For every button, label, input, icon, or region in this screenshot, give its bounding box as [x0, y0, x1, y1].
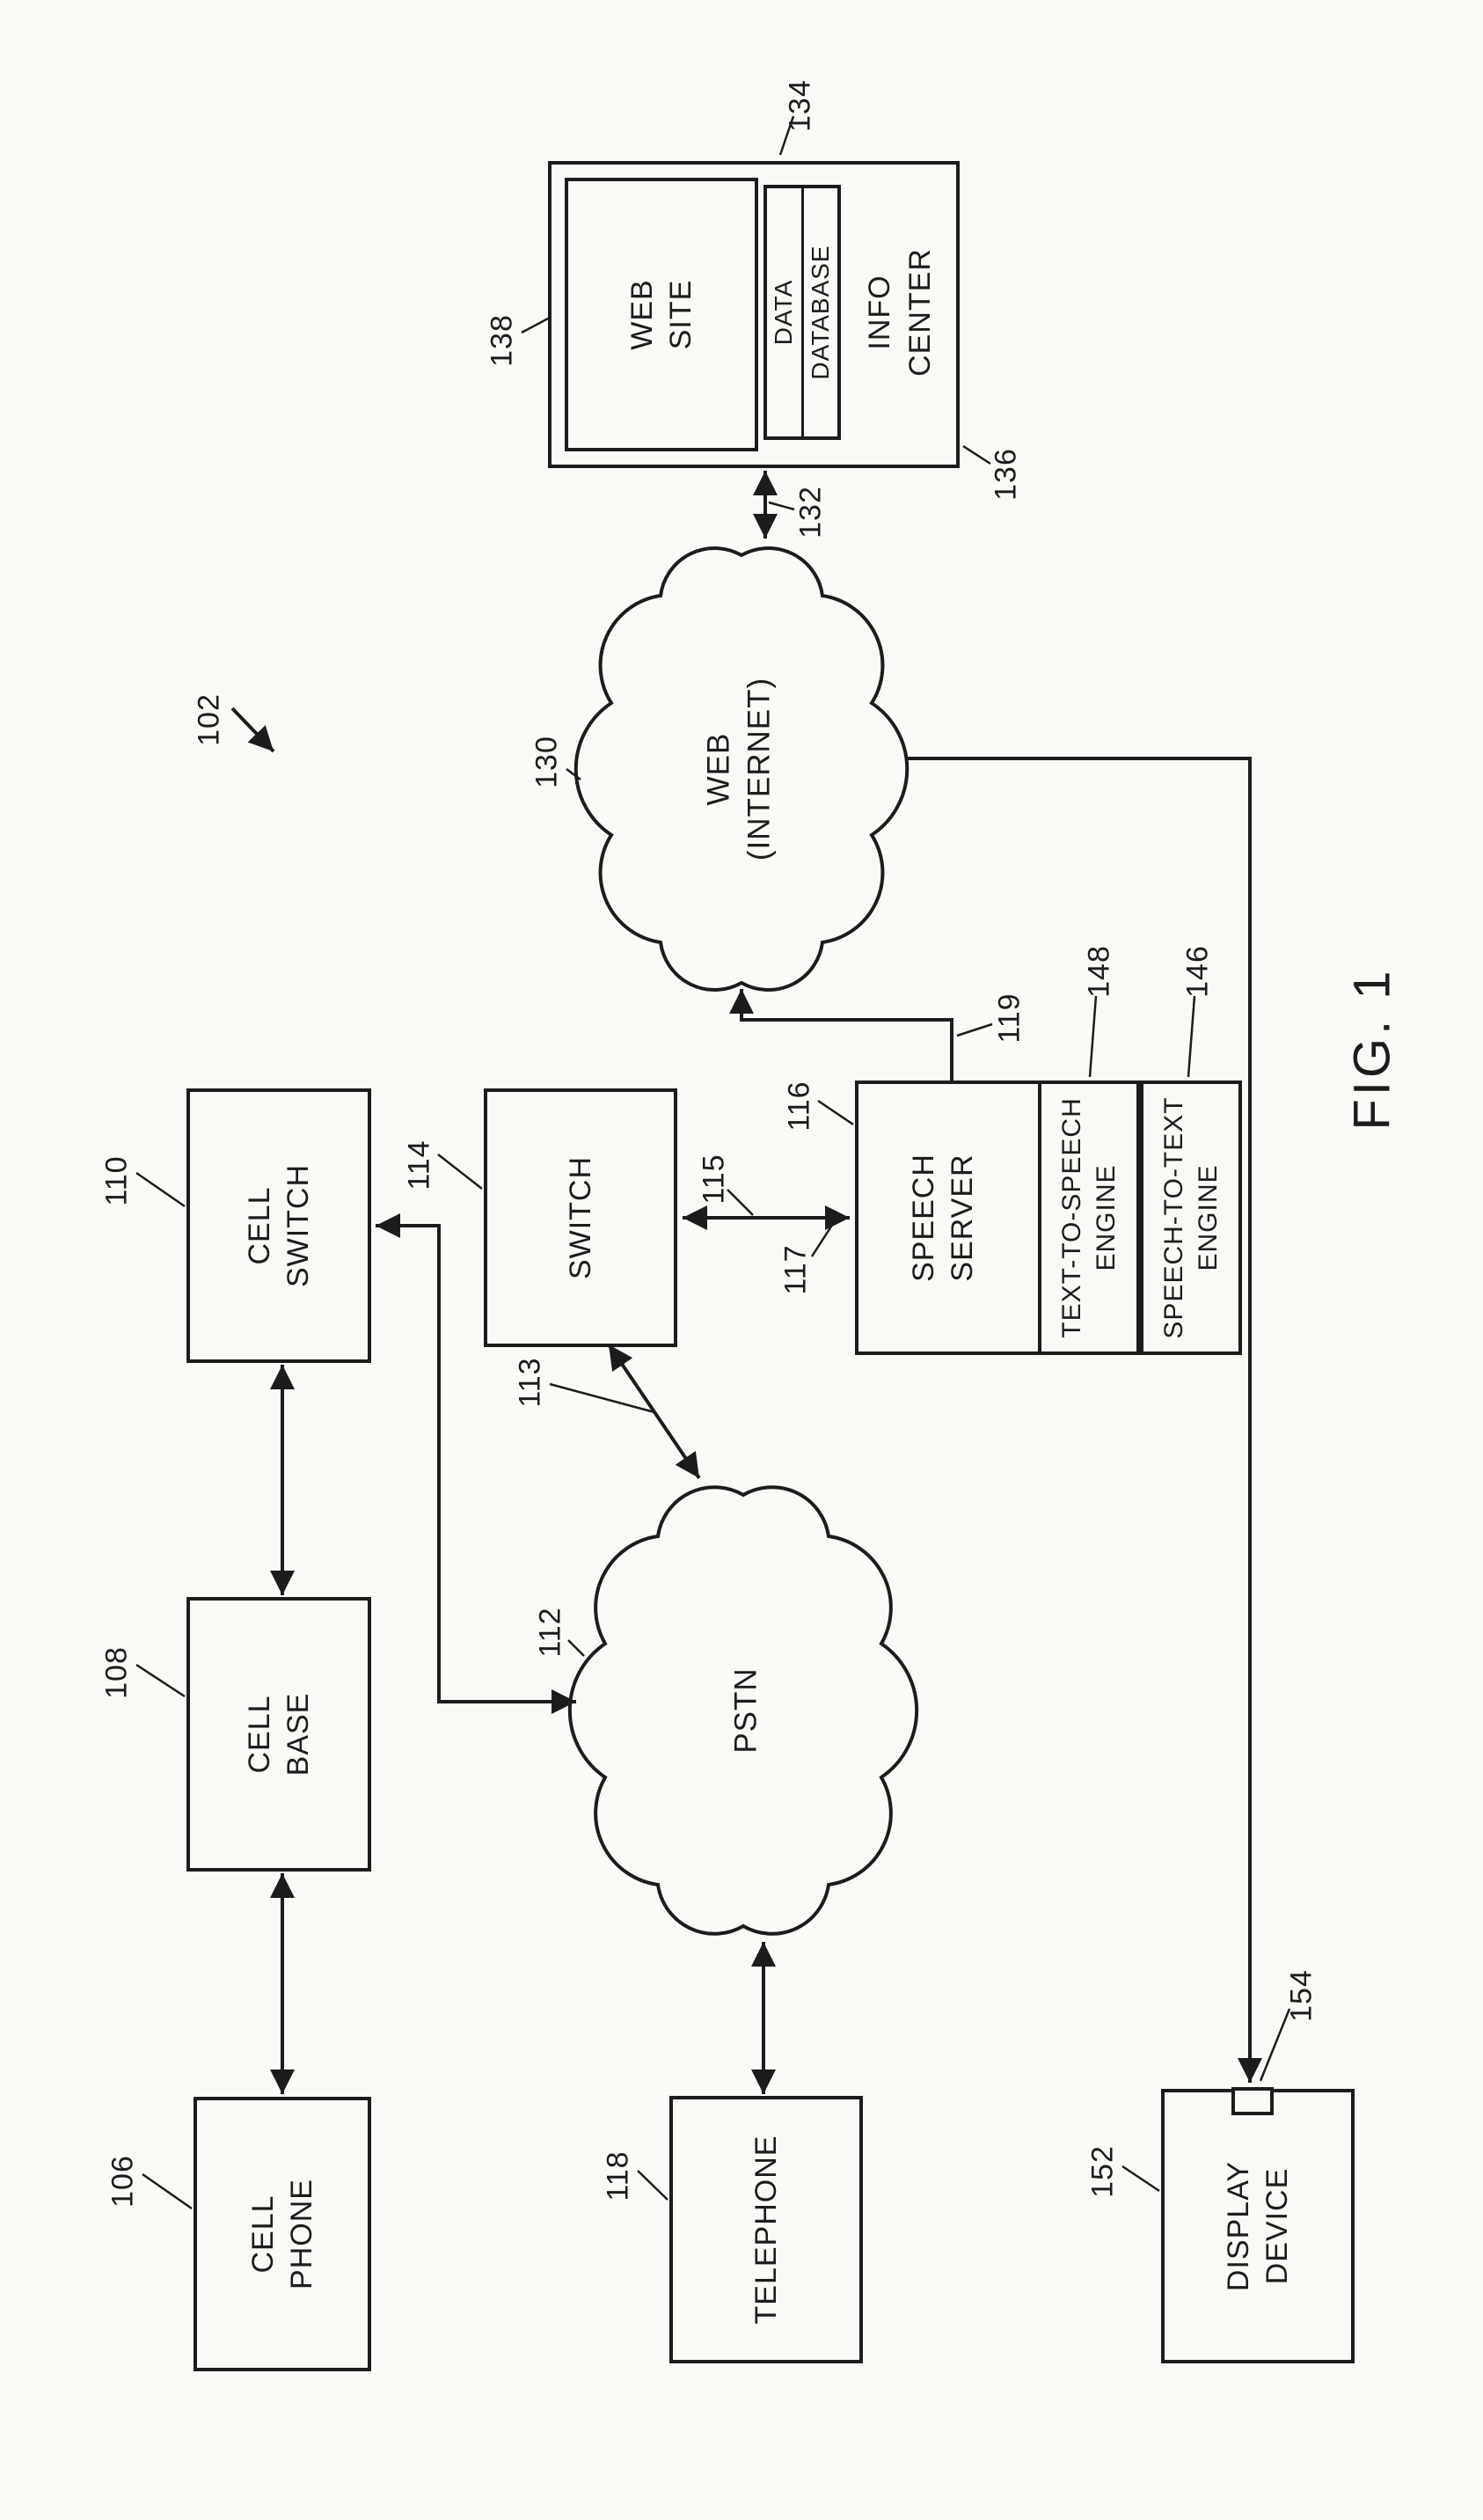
ref-106: 106: [106, 2155, 140, 2208]
display-device-box: DISPLAY DEVICE: [1161, 2089, 1355, 2363]
ref-154: 154: [1284, 1969, 1319, 2022]
ref-113: 113: [513, 1357, 547, 1408]
data-database-box: DATA DATABASE: [763, 185, 841, 440]
display-device-label-line: DEVICE: [1260, 2167, 1294, 2285]
cell-phone-label-line: CELL: [245, 2194, 280, 2274]
web-internet-cloud-shape: [573, 546, 910, 993]
info-center-label-line: INFO: [863, 275, 896, 350]
leader-113: [549, 1382, 655, 1414]
data-database-label-line: DATA: [770, 279, 798, 346]
ref-115: 115: [697, 1154, 731, 1205]
figure-title: FIG. 1: [1343, 967, 1401, 1131]
leader-106: [142, 2172, 193, 2210]
leader-117: [810, 1219, 837, 1257]
cell-base-label-line: BASE: [281, 1692, 315, 1776]
ref-132: 132: [793, 486, 828, 538]
tts-engine-label-line: ENGINE: [1092, 1164, 1121, 1271]
ref-136: 136: [989, 448, 1023, 501]
cell-base-box: CELL BASE: [186, 1597, 371, 1872]
ref-116: 116: [782, 1081, 816, 1132]
pstn-label-line: PSTN: [728, 1667, 763, 1754]
info-center-label: INFO CENTER: [860, 185, 941, 440]
leader-114: [437, 1154, 483, 1190]
leader-108: [135, 1663, 186, 1698]
pstn-cloud-label: PSTN: [726, 1667, 766, 1753]
ref-130: 130: [530, 736, 564, 788]
cell-switch-label-line: SWITCH: [281, 1163, 315, 1288]
stt-engine-label-line: SPEECH-TO-TEXT: [1159, 1096, 1188, 1339]
leader-152: [1121, 2165, 1160, 2193]
leader-132: [768, 501, 795, 511]
telephone-label-line: TELEPHONE: [749, 2135, 783, 2325]
switch-box: SWITCH: [484, 1088, 677, 1347]
conn-web-displaydevice: [906, 757, 1262, 2083]
cell-switch-box: CELL SWITCH: [186, 1088, 371, 1363]
ref-110: 110: [99, 1155, 134, 1206]
leader-146: [1187, 995, 1196, 1078]
leader-112: [567, 1639, 585, 1657]
ref-108: 108: [99, 1646, 134, 1699]
info-center-label-line: CENTER: [902, 248, 937, 377]
tts-engine-label-line: TEXT-TO-SPEECH: [1057, 1097, 1086, 1338]
ref-146: 146: [1180, 945, 1215, 998]
ref-114: 114: [402, 1139, 436, 1190]
leader-115: [727, 1189, 754, 1216]
leader-118: [637, 2170, 668, 2201]
ref-118: 118: [601, 2150, 635, 2201]
cell-switch-label-line: CELL: [242, 1186, 276, 1265]
leader-134: [778, 115, 795, 156]
web-internet-cloud-label: WEB (INTERNET): [699, 678, 779, 861]
leader-130: [566, 768, 581, 780]
leader-119: [956, 1022, 993, 1037]
ref-148: 148: [1082, 945, 1116, 998]
pstn-cloud-shape: [567, 1485, 919, 1936]
data-database-label-line: DATABASE: [800, 188, 837, 436]
display-device-port: [1231, 2087, 1274, 2115]
leader-148: [1088, 995, 1098, 1078]
ref-138: 138: [485, 314, 519, 367]
ref-119: 119: [992, 993, 1026, 1044]
conn-cellswitch-pstn: [376, 1213, 576, 1714]
cell-phone-box: CELL PHONE: [194, 2097, 371, 2371]
cell-base-label-line: CELL: [242, 1695, 276, 1774]
leader-136: [962, 444, 991, 465]
switch-label-line: SWITCH: [563, 1155, 597, 1280]
web-label-line: (INTERNET): [742, 677, 776, 861]
display-device-label-line: DISPLAY: [1221, 2160, 1255, 2292]
web-label-line: WEB: [701, 732, 736, 806]
leader-110: [135, 1171, 186, 1208]
ref-134: 134: [783, 79, 817, 132]
web-site-label-line: SITE: [664, 279, 698, 350]
text-to-speech-engine-box: TEXT-TO-SPEECH ENGINE: [1038, 1081, 1140, 1355]
web-site-label-line: WEB: [625, 279, 659, 350]
web-site-box: WEB SITE: [565, 178, 758, 451]
overall-ref-arrow: [230, 707, 275, 753]
ref-102: 102: [192, 693, 226, 746]
leader-154: [1259, 2008, 1291, 2082]
ref-112: 112: [533, 1607, 567, 1658]
speech-to-text-engine-box: SPEECH-TO-TEXT ENGINE: [1140, 1081, 1242, 1355]
speech-server-label-line: SPEECH: [907, 1154, 940, 1282]
conn-speechserver-web: [729, 989, 953, 1081]
speech-server-label-line: SERVER: [946, 1154, 980, 1282]
cell-phone-label-line: PHONE: [285, 2179, 318, 2289]
leader-116: [817, 1099, 854, 1126]
stt-engine-label-line: ENGINE: [1194, 1164, 1223, 1271]
ref-117: 117: [778, 1244, 813, 1295]
telephone-box: TELEPHONE: [669, 2096, 863, 2363]
ref-152: 152: [1085, 2145, 1120, 2198]
